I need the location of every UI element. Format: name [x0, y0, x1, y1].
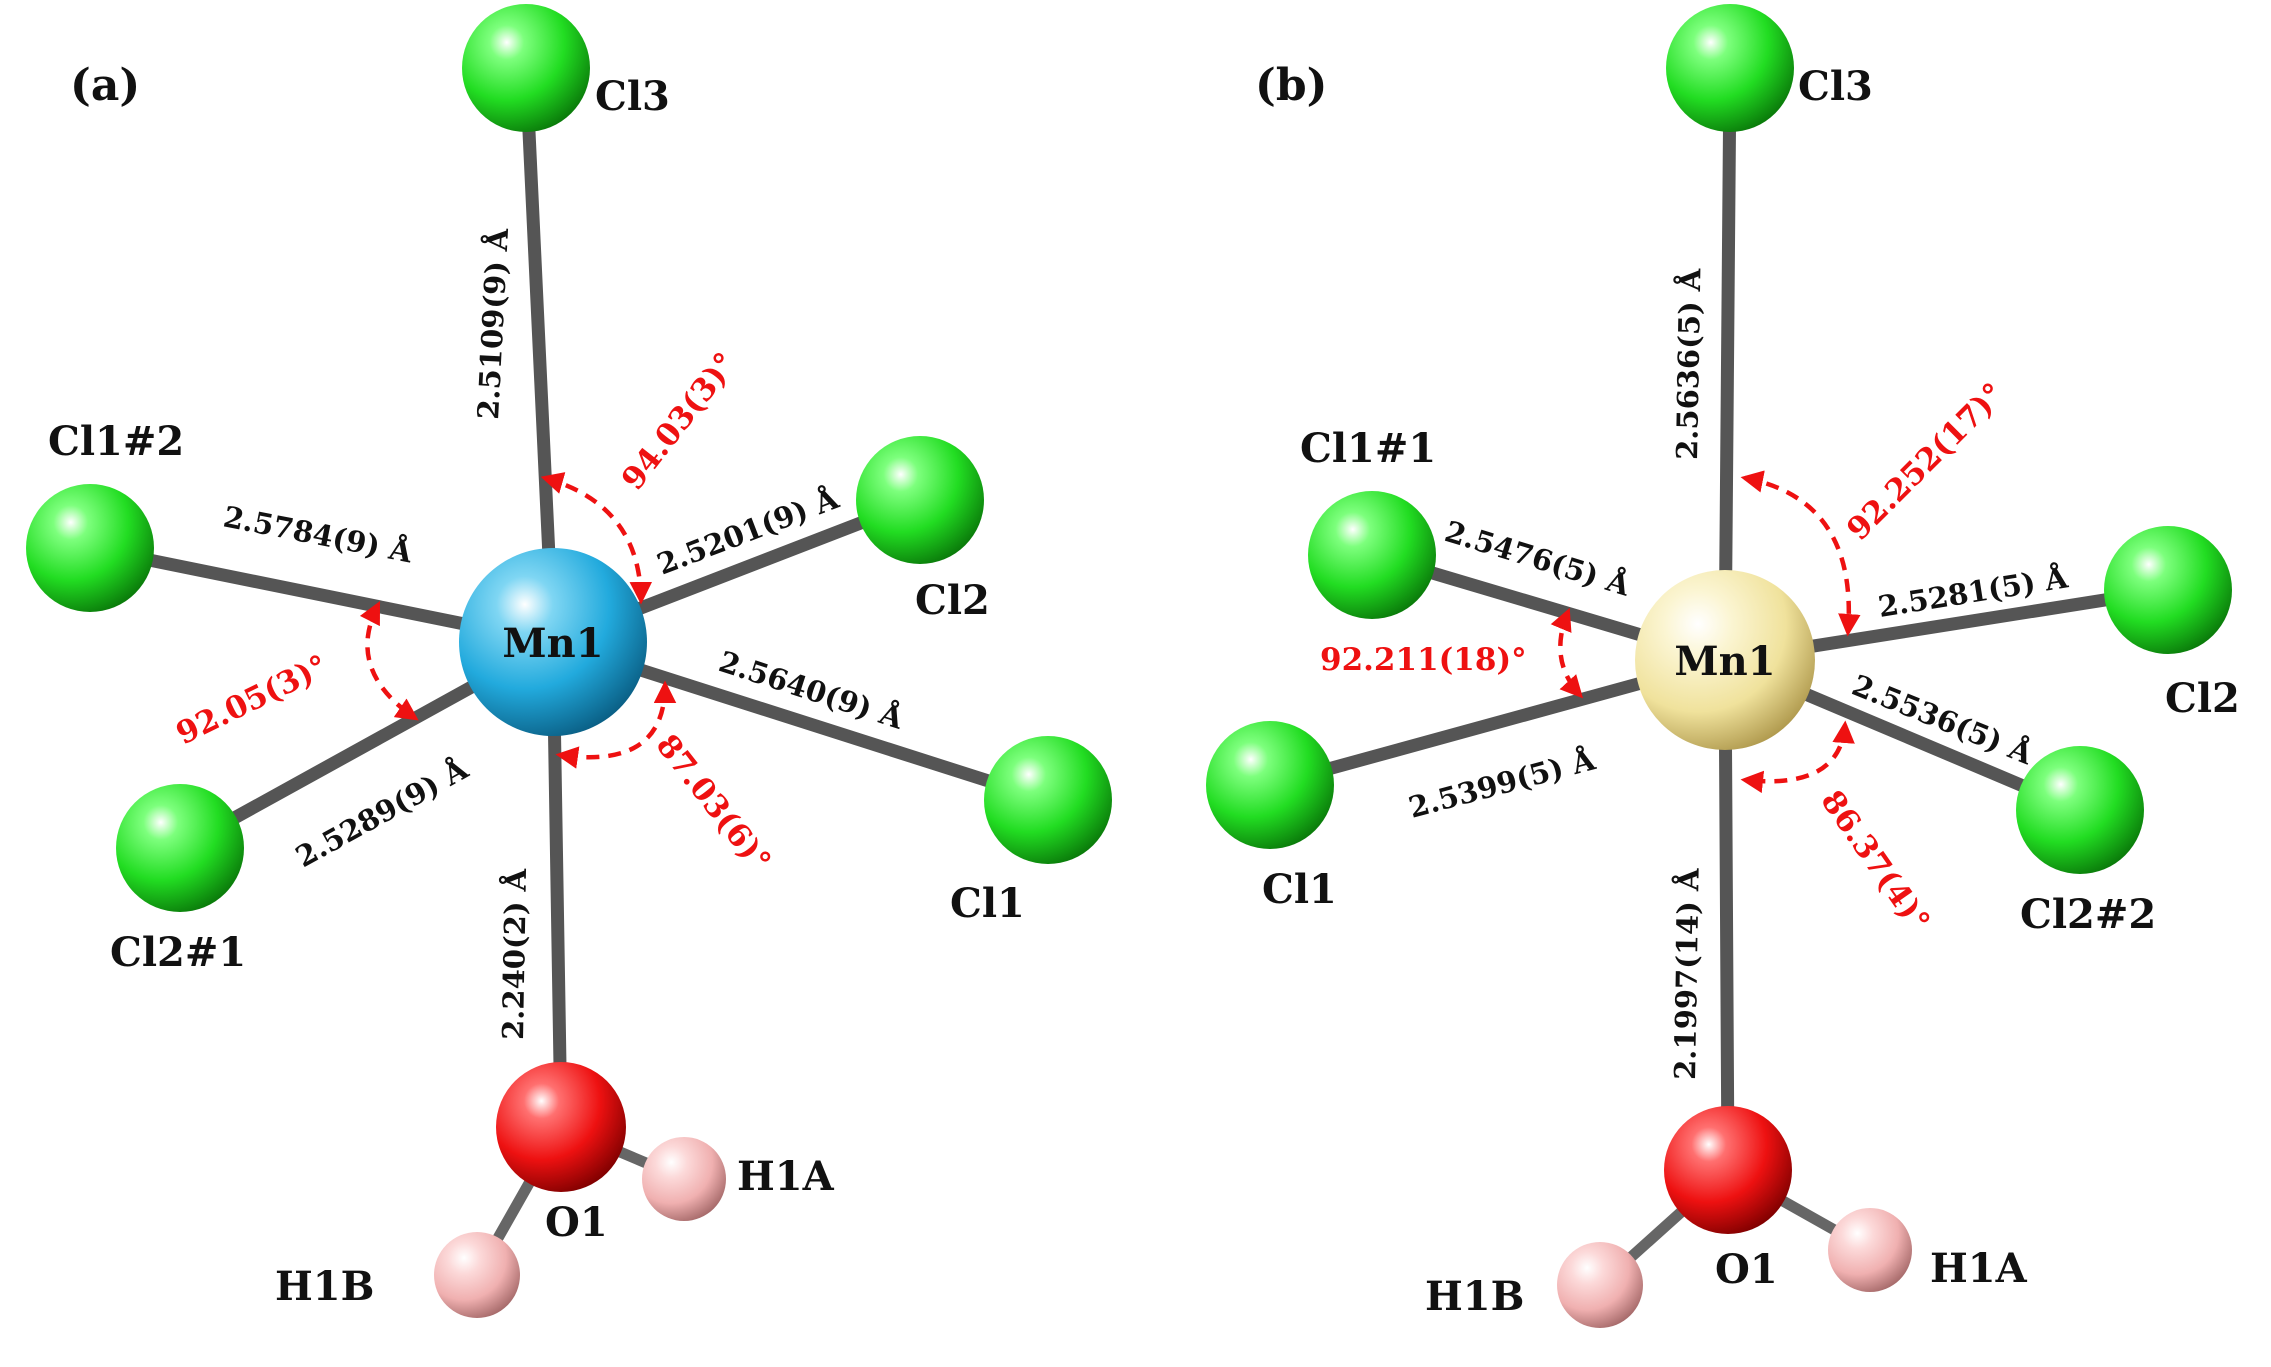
- atom-label-cl1: Cl1: [950, 880, 1025, 927]
- angle-arc-top: [1740, 470, 1861, 637]
- panel-a: (a) Mn1 Cl3 Cl1#2 Cl2 Cl1 Cl2#1 O1 H1A H…: [26, 4, 1112, 1318]
- atom-label-cl1: Cl1: [1262, 866, 1337, 913]
- atom-label-h1b: H1B: [275, 1263, 374, 1310]
- angle-label-bottom: 87.03(6)°: [649, 728, 778, 879]
- panel-b-angle-arcs: [1550, 470, 1861, 794]
- angle-label-left: 92.05(3)°: [171, 648, 334, 752]
- atom-h1b: [434, 1232, 520, 1318]
- atom-label-h1b: H1B: [1425, 1273, 1524, 1320]
- bond-length-mn-o1: 2.1997(14) Å: [1667, 868, 1706, 1080]
- atom-label-h1a: H1A: [737, 1153, 835, 1200]
- atom-label-cl2-2: Cl2#2: [2020, 891, 2156, 938]
- angle-arc-left: [1550, 607, 1584, 699]
- atom-label-cl2: Cl2: [2165, 675, 2240, 722]
- atom-h1b: [1557, 1242, 1643, 1328]
- atom-label-cl1-1: Cl1#1: [1300, 425, 1436, 472]
- atom-label-cl2: Cl2: [915, 577, 990, 624]
- atom-cl2: [2104, 526, 2232, 654]
- bond-length-mn-cl3: 2.5109(9) Å: [470, 227, 515, 420]
- atom-cl1: [1206, 721, 1334, 849]
- atom-label-cl1-2: Cl1#2: [48, 418, 184, 465]
- bond-length-mn-cl1: 2.5399(5) Å: [1405, 741, 1599, 824]
- panel-label: (b): [1255, 60, 1327, 111]
- bond-length-mn-cl1-2: 2.5784(9) Å: [221, 499, 416, 570]
- center-atom-label: Mn1: [502, 620, 603, 667]
- atom-o1: [1664, 1106, 1792, 1234]
- panel-a-atom-labels: Cl3 Cl1#2 Cl2 Cl1 Cl2#1 O1 H1A H1B: [48, 73, 1025, 1310]
- angle-arc-bottom: [555, 680, 677, 769]
- bond-mn-cl3: [1718, 61, 1737, 667]
- atom-label-cl2-1: Cl2#1: [110, 929, 246, 976]
- center-atom-label: Mn1: [1674, 638, 1775, 685]
- atom-label-h1a: H1A: [1930, 1245, 2028, 1292]
- atom-cl1-1: [1308, 491, 1436, 619]
- angle-label-top: 94.03(3)°: [615, 346, 744, 497]
- atom-label-cl3: Cl3: [1798, 63, 1873, 110]
- atom-cl1: [984, 736, 1112, 864]
- angle-label-top: 92.252(17)°: [1840, 376, 2012, 548]
- atom-cl2-2: [2016, 746, 2144, 874]
- atom-cl3: [1666, 4, 1794, 132]
- angle-arc-top: [540, 472, 653, 605]
- atom-cl3: [462, 4, 590, 132]
- atom-cl2: [856, 436, 984, 564]
- angle-arc-left: [359, 600, 419, 721]
- bond-length-mn-o1: 2.240(2) Å: [495, 868, 533, 1040]
- angle-arc-bottom: [1740, 720, 1855, 794]
- atom-o1: [496, 1062, 626, 1192]
- panel-a-atoms: [26, 4, 1112, 1318]
- atom-h1a: [1828, 1208, 1912, 1292]
- atom-h1a: [642, 1137, 726, 1221]
- angle-label-left: 92.211(18)°: [1320, 642, 1527, 678]
- panel-b-atom-labels: Cl3 Cl1#1 Cl2 Cl1 Cl2#2 O1 H1A H1B: [1262, 63, 2240, 1320]
- panel-b: (b) Mn1 Cl3 Cl1#1 Cl2 Cl1 Cl2#2 O1 H1A H…: [1206, 4, 2240, 1328]
- panel-a-angle-arcs: [359, 472, 677, 769]
- atom-cl1-2: [26, 484, 154, 612]
- bond-length-mn-cl3: 2.5636(5) Å: [1669, 268, 1707, 460]
- atom-label-cl3: Cl3: [595, 73, 670, 120]
- atom-label-o1: O1: [1715, 1246, 1778, 1293]
- angle-label-bottom: 86.37(4)°: [1813, 784, 1936, 939]
- panel-label: (a): [70, 60, 140, 111]
- atom-label-o1: O1: [545, 1199, 608, 1246]
- atom-cl2-1: [116, 784, 244, 912]
